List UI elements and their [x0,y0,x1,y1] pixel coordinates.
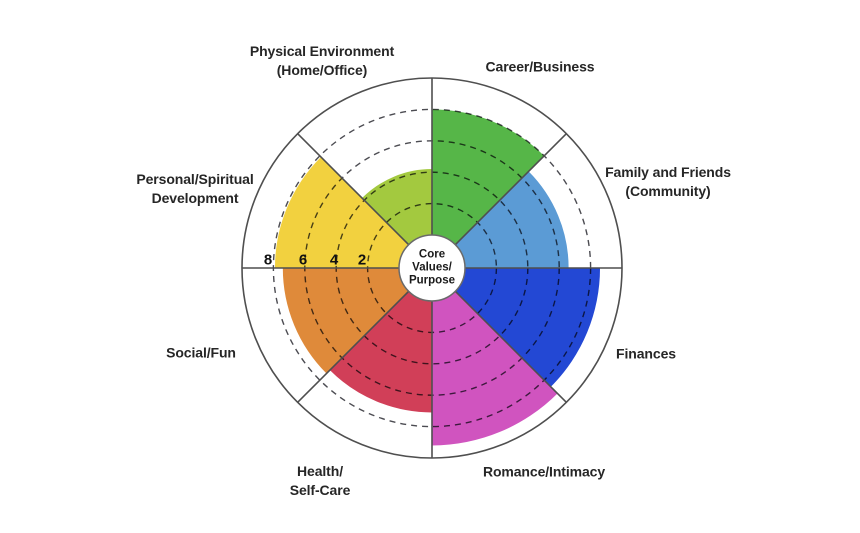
label-health-self-care: Health/ Self-Care [289,463,351,498]
wheel-outer-circle [241,77,623,459]
segment-fill-family-and-friends-community [455,171,569,268]
segment-divider-7 [297,133,410,246]
segment-divider-3 [454,290,567,403]
segment-fill-physical-environment-home-office [362,169,432,245]
segment-fill-health-self-care [329,291,432,413]
wheel-segment-fills [274,109,601,446]
segment-fill-social-fun [282,268,409,374]
tick-6: 6 [298,251,308,269]
hub-label: Core Values/ Purpose [408,248,456,287]
wheel-hub-circle [398,234,466,302]
tick-2: 2 [357,251,367,269]
label-personal-spiritual: Personal/Spiritual Development [136,171,254,206]
label-romance-intimacy: Romance/Intimacy [482,463,606,480]
tick-4: 4 [329,251,339,269]
tick-8: 8 [263,251,273,269]
wheel-segment-dividers [242,78,622,458]
label-family-and-friends: Family and Friends (Community) [605,164,731,199]
label-finances: Finances [616,345,676,362]
label-physical-environment: Physical Environment (Home/Office) [249,43,395,78]
segment-fill-personal-spiritual-development [274,156,409,268]
label-career-business: Career/Business [485,58,595,75]
segment-divider-5 [297,290,410,403]
segment-fill-finances [455,268,601,387]
segment-fill-romance-intimacy [432,291,558,446]
label-social-fun: Social/Fun [166,344,236,361]
segment-divider-1 [454,133,567,246]
